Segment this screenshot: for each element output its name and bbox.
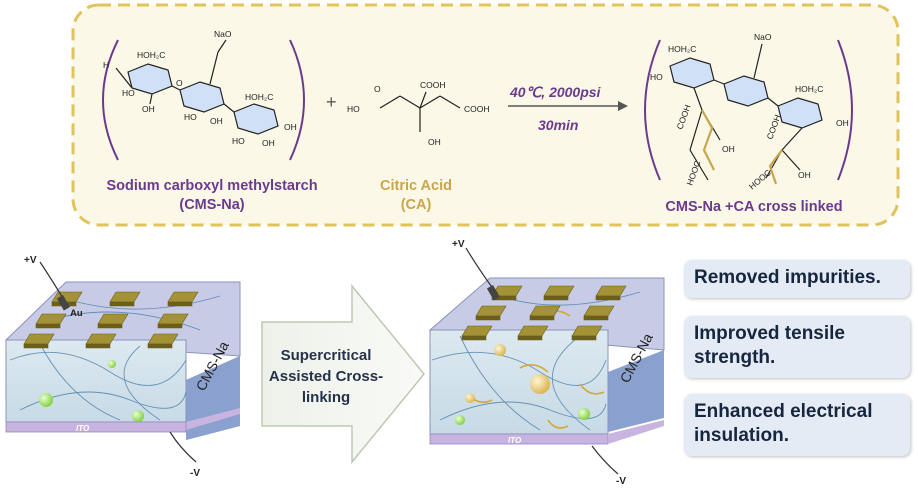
benefit-box-2: Improved tensile strength. [684,316,910,378]
label-oh-1: OH [142,104,155,114]
label-cooh-top: COOH [420,80,446,90]
reactant1-abbr: (CMS-Na) [179,197,244,213]
label-h: H [103,60,109,70]
label-oh-2: OH [210,116,223,126]
process-label: Supercritical Assisted Cross- linking [269,347,383,406]
label-hoh2c-1: HOH₂C [137,50,165,60]
device-before [4,261,241,463]
label-o-1: O [176,78,183,88]
label-nao-product: NaO [754,32,772,42]
benefit-2-line1: Improved tensile [694,323,845,344]
before-ito-label: ITO [76,424,90,433]
process-label-line2: Assisted Cross- [269,368,383,385]
process-arrow [261,283,425,465]
label-ho-1: HO [122,88,135,98]
label-oh-ca: OH [428,137,441,147]
conditions-top: 40℃, 2000psi [509,84,602,100]
benefit-3-line2: insulation. [694,425,789,446]
product-structure [644,39,853,181]
reactant2-name: Citric Acid [380,178,452,194]
label-cooh-right: COOH [464,104,490,114]
citric-acid-labels: COOH HO COOH OH O [347,80,490,147]
label-oh-p1: OH [836,118,849,128]
before-plus-v: +V [24,255,37,266]
plus-sign: + [326,92,337,112]
conditions-bottom: 30min [538,117,578,133]
label-hoh2c-2: HOH₂C [245,92,273,102]
label-oh-3: OH [262,138,275,148]
product-name: CMS-Na +CA cross linked [665,199,842,215]
device-after [428,247,665,475]
label-ho-2: HO [184,112,197,122]
after-ito-label: ITO [508,436,522,445]
benefit-box-1: Removed impurities. [684,260,910,298]
label-ho-ca: HO [347,104,360,114]
process-label-line1: Supercritical [281,347,372,364]
cms-na-structure [102,39,305,161]
benefit-3-line1: Enhanced electrical [694,401,873,422]
before-minus-v: -V [190,468,200,479]
cms-na-structure-labels: NaO H HOH₂C HO OH HO OH HOH₂C HO OH OH O [103,29,297,148]
process-label-line3: linking [302,389,350,406]
gold-electrodes-after [461,285,627,341]
label-hoh2c-p1: HOH₂C [668,44,696,54]
label-ho-p1: HO [650,72,663,82]
benefit-box-3: Enhanced electrical insulation. [684,394,910,456]
product-structure-ca-links [701,109,783,185]
benefit-1-line1: Removed impurities. [694,267,881,288]
benefit-2-line2: strength. [694,347,776,368]
reaction-arrow [508,101,628,111]
after-minus-v: -V [616,476,626,487]
label-hoh2c-p2: HOH₂C [795,84,823,94]
after-plus-v: +V [452,239,465,250]
reactant1-name: Sodium carboxyl methylstarch [106,178,317,194]
before-au-label: Au [70,308,83,319]
label-oh-4: OH [284,122,297,132]
label-oh-p2: OH [722,144,735,154]
label-ho-3: HO [232,136,245,146]
gold-electrodes-before [23,291,199,349]
citric-acid-structure [379,91,461,132]
label-oh-p3: OH [798,170,811,180]
reactant2-abbr: (CA) [401,197,432,213]
label-o-ca: O [374,84,381,94]
reaction-captions: Sodium carboxyl methylstarch (CMS-Na) Ci… [106,178,842,215]
label-nao: NaO [214,29,232,39]
